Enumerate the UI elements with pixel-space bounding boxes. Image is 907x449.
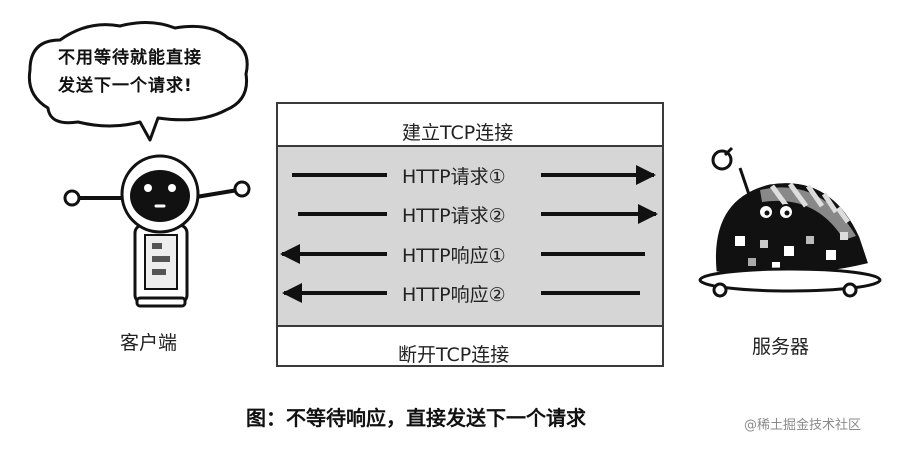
server-robot-icon <box>698 146 882 298</box>
response-1-label: HTTP响应① <box>402 245 506 267</box>
request-2-label: HTTP请求② <box>402 205 506 227</box>
watermark: @稀土掘金技术社区 <box>744 418 862 433</box>
speech-bubble <box>27 21 249 142</box>
request-1-label: HTTP请求① <box>402 166 506 188</box>
tcp-close-label: 断开TCP连接 <box>398 344 510 366</box>
speech-bubble-text: 不用等待就能直接 发送下一个请求! <box>58 44 202 100</box>
speech-bubble-line2: 发送下一个请求! <box>58 76 193 96</box>
figure-caption: 图：不等待响应，直接发送下一个请求 <box>246 406 586 430</box>
client-label: 客户端 <box>120 332 178 354</box>
message-arrows <box>280 165 658 303</box>
server-label: 服务器 <box>752 336 810 358</box>
client-robot-icon <box>63 154 251 308</box>
speech-bubble-line1: 不用等待就能直接 <box>58 48 202 68</box>
tcp-open-label: 建立TCP连接 <box>402 122 514 144</box>
response-2-label: HTTP响应② <box>402 284 506 306</box>
